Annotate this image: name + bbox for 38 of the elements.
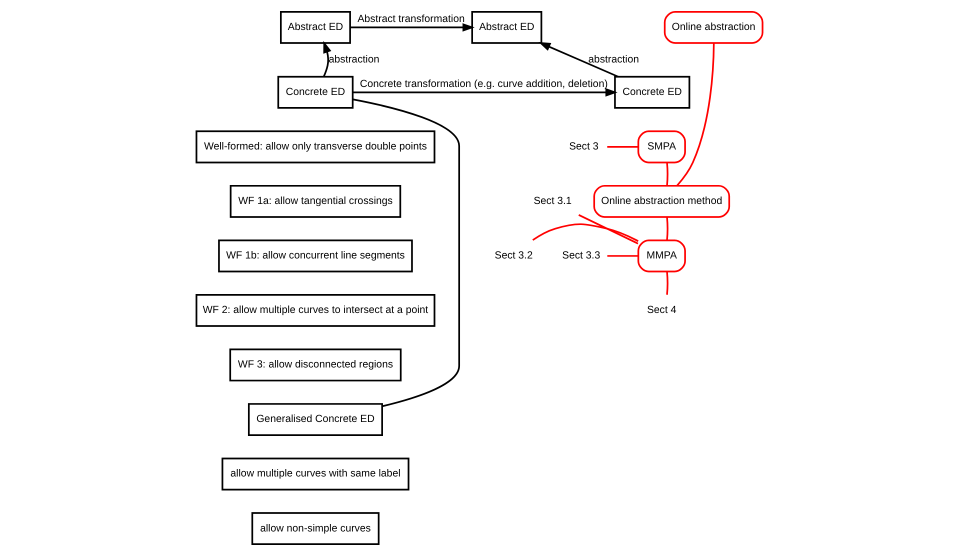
node-box: allow non-simple curves <box>250 512 380 546</box>
node-box: Abstract ED <box>470 10 542 44</box>
connector <box>666 217 668 240</box>
node-text: Sect 4 <box>646 305 676 316</box>
node-text: Sect 3.3 <box>562 250 600 262</box>
connector <box>676 43 714 186</box>
node-box: Concrete ED <box>614 76 690 109</box>
node-box: Well-formed: allow only transverse double points <box>195 130 435 164</box>
node-box: SMPA <box>636 130 686 164</box>
connector <box>666 162 668 186</box>
node-box: WF 1a: allow tangential crossings <box>229 184 401 218</box>
connector <box>666 272 668 295</box>
node-box: Abstract ED <box>280 10 350 44</box>
node-box: MMPA <box>636 239 686 272</box>
node-box: Concrete ED <box>276 76 354 109</box>
node-box: allow multiple curves with same label <box>221 458 409 490</box>
arrow <box>350 23 474 32</box>
node-box: WF 3: allow disconnected regions <box>228 348 402 382</box>
connector <box>606 255 638 257</box>
edge-label: Abstract transformation <box>356 14 464 25</box>
node-box: Online abstraction method <box>592 184 730 218</box>
connector <box>578 214 638 244</box>
edge-label: abstraction <box>588 54 639 66</box>
node-box: Generalised Concrete ED <box>247 403 382 436</box>
node-text: Sect 3.2 <box>494 250 532 262</box>
connector <box>532 223 638 242</box>
node-box: Online abstraction <box>663 10 763 44</box>
node-text: Sect 3.1 <box>533 196 572 208</box>
edge-label: abstraction <box>328 54 379 66</box>
connector <box>352 98 460 408</box>
arrow <box>322 40 331 77</box>
node-box: WF 1b: allow concurrent line segments <box>218 239 412 272</box>
arrow <box>538 42 618 78</box>
node-text: Sect 3 <box>568 142 598 153</box>
node-box: WF 2: allow multiple curves to intersect at a point <box>195 294 435 327</box>
edge-label: Concrete transformation (e.g. curve addition, deletion) <box>359 78 608 90</box>
connector <box>606 146 638 148</box>
arrow <box>352 88 618 97</box>
